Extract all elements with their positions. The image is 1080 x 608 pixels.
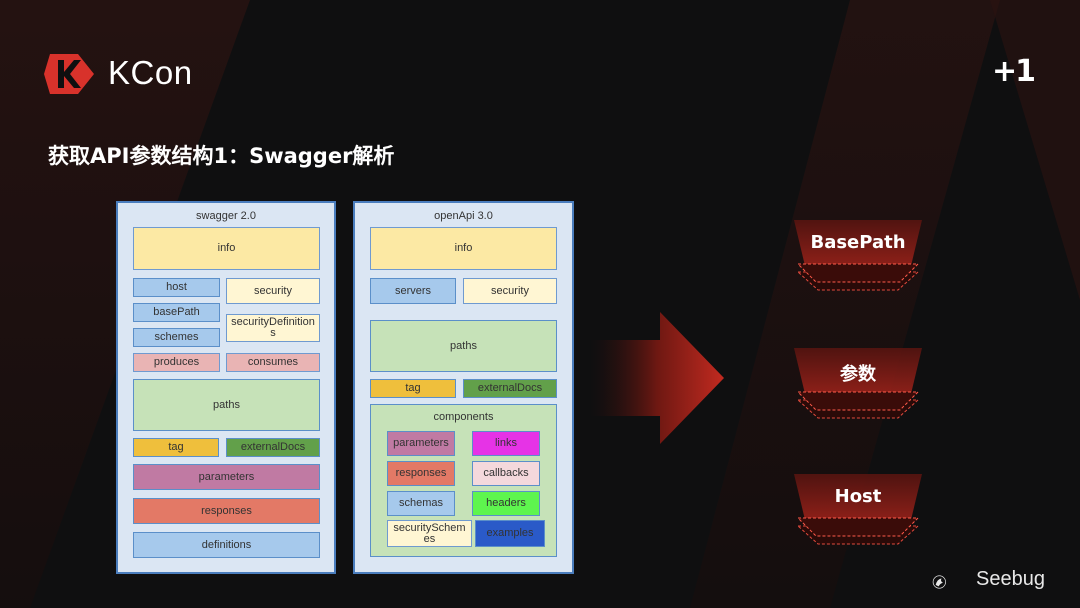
swagger-security-box: security	[226, 278, 320, 304]
components-securityschemes-box: securitySchem es	[387, 520, 472, 547]
swagger-host-box: host	[133, 278, 220, 297]
seebug-logo-icon	[932, 575, 946, 589]
components-examples-box: examples	[475, 520, 545, 547]
swagger-parameters-box: parameters	[133, 464, 320, 490]
openapi-panel: openApi 3.0 info servers security paths …	[353, 201, 574, 574]
components-label: components	[433, 411, 494, 423]
openapi-security-box: security	[463, 278, 557, 304]
swagger-paths-box: paths	[133, 379, 320, 431]
result-stack-host: Host	[788, 466, 928, 566]
flow-arrow	[590, 312, 724, 444]
swagger-schemes-box: schemes	[133, 328, 220, 347]
result-stack-basepath: BasePath	[788, 212, 928, 312]
swagger-panel-title: swagger 2.0	[196, 210, 256, 222]
swagger-consumes-box: consumes	[226, 353, 320, 372]
stack-plates-icon	[794, 348, 922, 419]
openapi-tag-box: tag	[370, 379, 456, 398]
seebug-brand: Seebug	[976, 568, 1045, 590]
openapi-servers-box: servers	[370, 278, 456, 304]
result-label-host: Host	[834, 486, 882, 507]
swagger-tag-box: tag	[133, 438, 219, 457]
stack-plates-icon	[794, 474, 922, 545]
components-callbacks-box: callbacks	[472, 461, 540, 486]
openapi-externaldocs-box: externalDocs	[463, 379, 557, 398]
swagger-definitions-box: definitions	[133, 532, 320, 558]
openapi-info-box: info	[370, 227, 557, 270]
swagger-panel: swagger 2.0 info host security basePath …	[116, 201, 336, 574]
components-headers-box: headers	[472, 491, 540, 516]
slide-title: 获取API参数结构1：Swagger解析	[48, 144, 395, 168]
openapi-panel-title: openApi 3.0	[434, 210, 493, 222]
components-schemas-box: schemas	[387, 491, 455, 516]
components-parameters-box: parameters	[387, 431, 455, 456]
swagger-externaldocs-box: externalDocs	[226, 438, 320, 457]
result-label-params: 参数	[840, 364, 876, 385]
openapi-paths-box: paths	[370, 320, 557, 372]
components-responses-box: responses	[387, 461, 455, 486]
swagger-produces-box: produces	[133, 353, 220, 372]
openapi-components-box: components parameters links responses ca…	[370, 404, 557, 557]
stack-plates-icon	[794, 220, 922, 291]
components-links-box: links	[472, 431, 540, 456]
result-stack-params: 参数	[788, 340, 928, 440]
plus-one-badge: +1	[992, 54, 1036, 89]
swagger-basepath-box: basePath	[133, 303, 220, 322]
swagger-info-box: info	[133, 227, 320, 270]
brand-name: KCon	[108, 54, 193, 91]
swagger-responses-box: responses	[133, 498, 320, 524]
swagger-securitydefinitions-box: securityDefinition s	[226, 314, 320, 342]
kcon-logo-icon	[44, 54, 94, 94]
result-label-basepath: BasePath	[810, 232, 906, 253]
